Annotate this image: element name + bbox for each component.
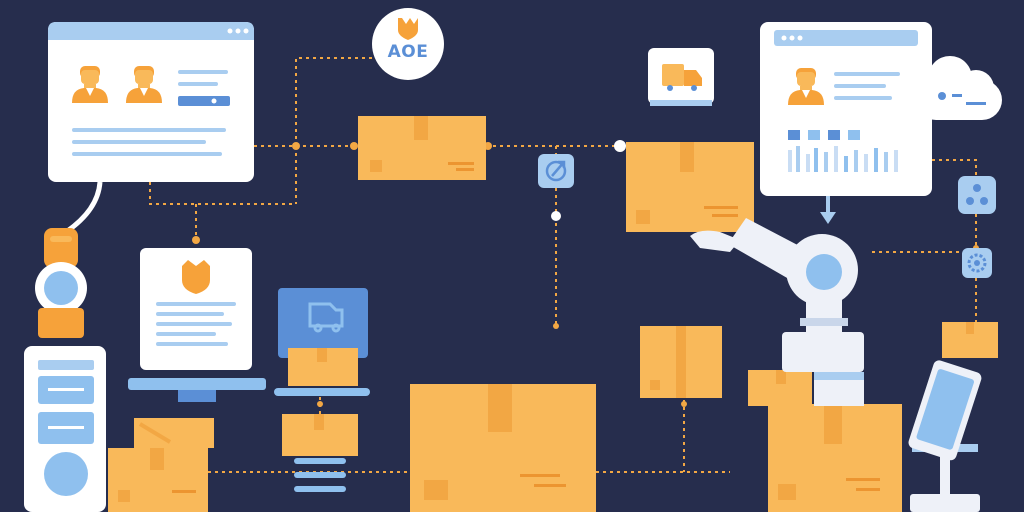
shield-icon: [182, 260, 210, 294]
control-terminal: [24, 346, 106, 512]
bar-chart-icon: [788, 130, 898, 172]
base-bar: [294, 472, 346, 478]
shelf: [274, 388, 370, 396]
package-box: [640, 326, 722, 398]
connector-node: [614, 140, 626, 152]
package-box: [768, 404, 902, 512]
package-box: [626, 142, 754, 232]
aoe-badge-label: AOE: [387, 42, 429, 62]
document-card: [128, 248, 266, 402]
package-box: [108, 448, 208, 512]
connector-node: [551, 211, 561, 221]
package-box: [282, 414, 358, 456]
cloud-icon: [916, 56, 1002, 120]
package-box: [358, 116, 486, 180]
robot-arm-icon: [690, 218, 864, 406]
shield-icon: [398, 18, 418, 40]
robot-cable: [64, 181, 103, 235]
analytics-card: [760, 22, 932, 196]
down-arrow-icon: [820, 196, 836, 224]
base-bar: [294, 458, 346, 464]
aoe-badge: [372, 8, 444, 80]
truck-icon: [308, 302, 344, 333]
smartphone-icon: [908, 360, 982, 512]
staff-card: [48, 22, 254, 182]
share-nodes-icon: [958, 176, 996, 214]
package-box: [410, 384, 596, 512]
monitor: [278, 288, 368, 358]
package-box: [942, 322, 998, 358]
base-bar: [294, 486, 346, 492]
package-box: [748, 370, 812, 406]
package-box: [134, 418, 214, 448]
link-arrow-icon: [538, 154, 574, 188]
shipping-card: [648, 48, 714, 106]
gear-icon: [962, 248, 992, 278]
truck-icon: [662, 64, 702, 91]
robot-arm-icon: [35, 228, 87, 338]
package-box: [288, 348, 358, 386]
